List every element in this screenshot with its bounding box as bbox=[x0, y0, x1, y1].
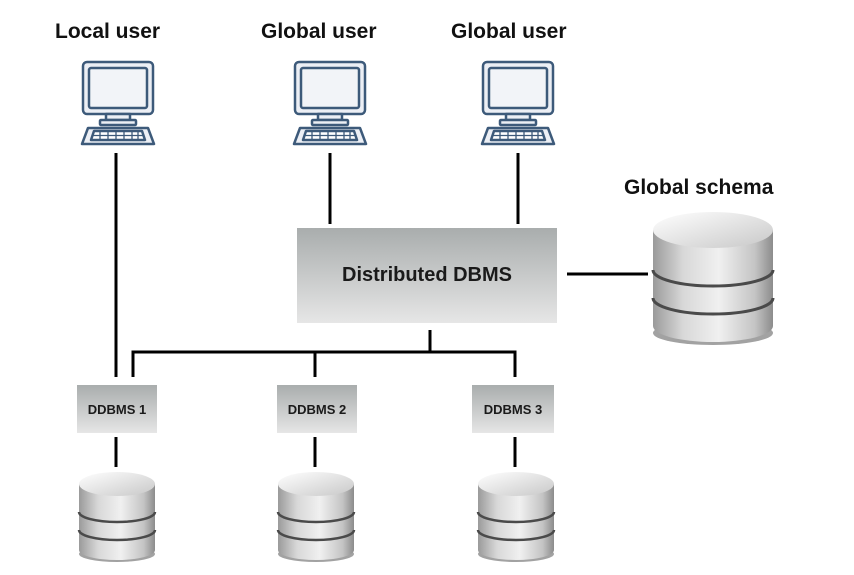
site-1-database-icon bbox=[77, 472, 157, 562]
user-label-global-2: Global user bbox=[451, 20, 567, 43]
site-box-3: DDBMS 3 bbox=[472, 385, 554, 433]
distributed-dbms-label: Distributed DBMS bbox=[342, 264, 512, 286]
global-schema-label: Global schema bbox=[624, 176, 774, 199]
distributed-dbms-box: Distributed DBMS bbox=[297, 228, 557, 323]
user-label-local: Local user bbox=[55, 20, 161, 43]
site-label-2: DDBMS 2 bbox=[287, 401, 347, 417]
computer-icon bbox=[292, 60, 368, 146]
site-box-2: DDBMS 2 bbox=[277, 385, 357, 433]
computer-icon bbox=[480, 60, 556, 146]
site-3-database-icon bbox=[476, 472, 556, 562]
global-schema-database-icon bbox=[651, 212, 775, 345]
computer-icon bbox=[80, 60, 156, 146]
site-2-database-icon bbox=[276, 472, 356, 562]
site-box-1: DDBMS 1 bbox=[77, 385, 157, 433]
site-bus bbox=[131, 350, 517, 377]
user-label-global-1: Global user bbox=[261, 20, 377, 43]
site-label-1: DDBMS 1 bbox=[87, 401, 147, 417]
site-label-3: DDBMS 3 bbox=[483, 401, 543, 417]
